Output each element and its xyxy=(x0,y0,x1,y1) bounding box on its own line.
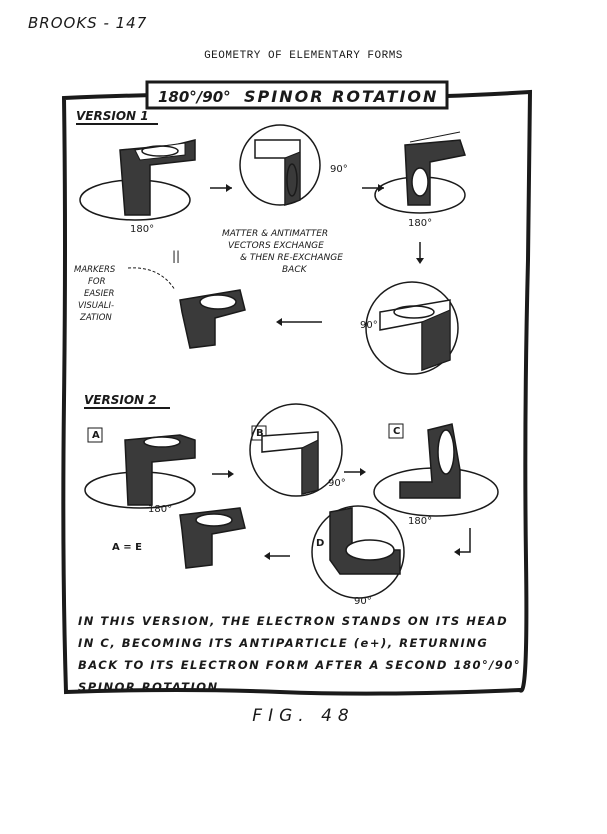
markers-line-1: MARKERS xyxy=(74,265,116,275)
v2-step-a: A xyxy=(92,430,100,441)
v2-arrow-3 xyxy=(456,528,471,553)
v1-angle-4: 90° xyxy=(360,320,378,331)
v1-equal-sign: || xyxy=(172,249,180,263)
markers-line-5: ZATION xyxy=(79,313,112,323)
diagram-title: SPINOR ROTATION xyxy=(244,87,438,106)
v1-angle-1: 180° xyxy=(130,224,154,235)
v2-shape-a xyxy=(84,434,196,509)
v2-step-d: D xyxy=(316,538,324,549)
v1-note-line-3: & THEN RE-EXCHANGE xyxy=(240,253,343,263)
markers-line-2: FOR xyxy=(88,277,106,287)
version1-label: VERSION 1 xyxy=(76,109,149,123)
explanation-line-1: IN THIS VERSION, THE ELECTRON STANDS ON … xyxy=(78,614,509,628)
explanation-line-3: BACK TO ITS ELECTRON FORM AFTER A SECOND… xyxy=(78,658,522,672)
title-prefix: 180°/90° xyxy=(158,88,231,106)
v1-angle-2: 90° xyxy=(330,164,348,175)
v1-shape-5 xyxy=(179,289,246,349)
explanation-line-2: IN C, BECOMING ITS ANTIPARTICLE (e+), RE… xyxy=(78,636,489,650)
version2-label: VERSION 2 xyxy=(84,393,157,407)
explanation-text: IN THIS VERSION, THE ELECTRON STANDS ON … xyxy=(78,610,522,698)
title-box xyxy=(145,80,449,110)
v1-shape-4 xyxy=(365,281,459,375)
v1-angle-3: 180° xyxy=(408,218,432,229)
v2-shape-e xyxy=(179,507,246,569)
page-header: GEOMETRY OF ELEMENTARY FORMS xyxy=(204,50,403,62)
v2-angle-3: 180° xyxy=(408,516,432,527)
markers-line-4: VISUALI- xyxy=(78,301,114,311)
v1-note-line-2: VECTORS EXCHANGE xyxy=(228,241,324,251)
header-note: BROOKS - 147 xyxy=(28,14,148,32)
figure-caption: FIG. 48 xyxy=(252,706,355,726)
v2-angle-1: 180° xyxy=(148,504,172,515)
v2-angle-4: 90° xyxy=(354,596,372,607)
v1-shape-2 xyxy=(239,124,321,207)
v1-shape-1 xyxy=(79,139,196,221)
v2-final-label: A = E xyxy=(112,542,142,553)
v2-step-c: C xyxy=(393,426,400,437)
v2-angle-2: 90° xyxy=(328,478,346,489)
v2-shape-b xyxy=(249,403,343,497)
v2-shape-c xyxy=(373,423,499,517)
explanation-line-4: SPINOR ROTATION. xyxy=(78,680,225,694)
markers-line-3: EASIER xyxy=(84,289,114,299)
v1-note-line-1: MATTER & ANTIMATTER xyxy=(222,229,328,239)
v2-shape-d xyxy=(311,505,405,599)
v2-step-b: B xyxy=(256,428,264,439)
v1-shape-3 xyxy=(374,131,466,214)
v1-note-line-4: BACK xyxy=(282,265,308,275)
